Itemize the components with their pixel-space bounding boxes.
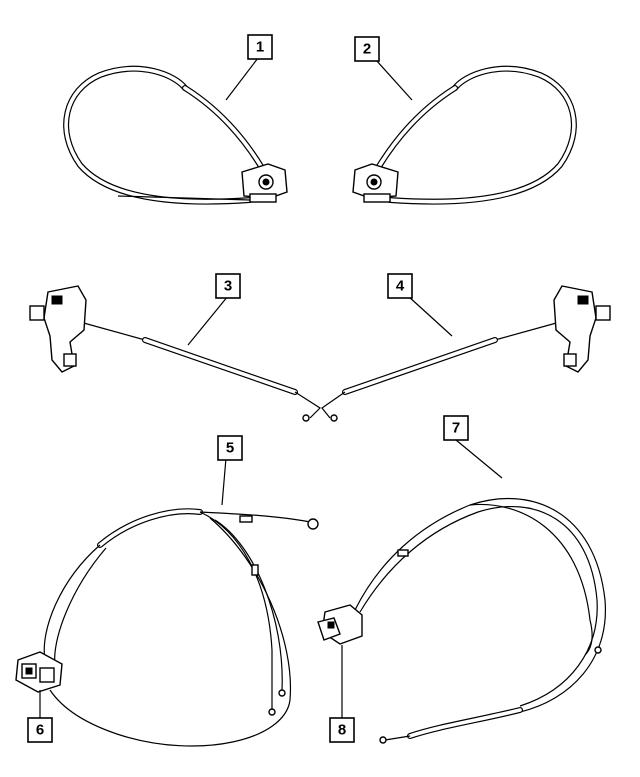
callout-4: 4 [387, 273, 413, 299]
callout-6: 6 [27, 717, 53, 743]
callout-5: 5 [217, 435, 243, 461]
part-6-connector [15, 651, 63, 693]
part-3-latch [29, 285, 87, 373]
callout-3: 3 [215, 273, 241, 299]
callout-1: 1 [247, 34, 273, 60]
part-8-handle-housing [317, 604, 363, 645]
callout-1-label: 1 [256, 39, 264, 56]
callout-2-label: 2 [363, 41, 371, 58]
part-3-latch-rod [29, 285, 321, 422]
leader-4 [407, 295, 453, 337]
leader-5 [221, 457, 227, 506]
leader-3 [187, 295, 229, 346]
callout-6-label: 6 [36, 722, 44, 739]
leader-lines [39, 57, 503, 718]
leader-1 [225, 57, 259, 101]
part-5-cable-harness [43, 508, 319, 747]
part-2-cable-assembly [352, 65, 577, 205]
part-1-bracket [241, 163, 288, 203]
part-4-latch-rod [321, 285, 611, 422]
part-2-bracket [352, 163, 399, 203]
leader-2 [375, 59, 413, 101]
callout-5-label: 5 [226, 440, 234, 457]
callout-8: 8 [329, 717, 355, 743]
leader-7 [455, 439, 503, 479]
callout-7: 7 [443, 415, 469, 441]
callout-3-label: 3 [224, 278, 232, 295]
callout-2: 2 [354, 36, 380, 62]
part-7-cable-assembly [354, 497, 606, 744]
callout-4-label: 4 [396, 278, 405, 295]
callout-7-label: 7 [452, 420, 460, 437]
part-4-latch [553, 285, 611, 373]
part-1-cable-assembly [63, 65, 288, 205]
callout-8-label: 8 [338, 722, 346, 739]
